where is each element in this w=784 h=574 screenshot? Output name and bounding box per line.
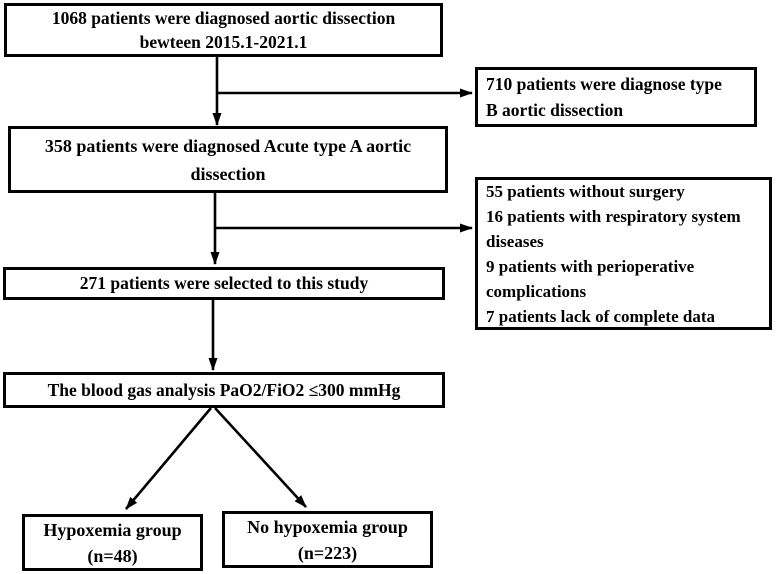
box-358-acute-type-a: 358 patients were diagnosed Acute type A… <box>8 126 448 193</box>
arrow-bloodgas-to-no-hypoxemia <box>214 407 307 508</box>
box-271-selected: 271 patients were selected to this study <box>3 267 445 300</box>
box-blood-gas-criterion: The blood gas analysis PaO2/FiO2 ≤300 mm… <box>3 372 445 408</box>
box-exclusions: 55 patients without surgery 16 patients … <box>475 177 772 330</box>
box-hypoxemia-group: Hypoxemia group (n=48) <box>22 514 203 571</box>
box-1068-diagnosed: 1068 patients were diagnosed aortic diss… <box>4 3 443 57</box>
arrow-bloodgas-to-hypoxemia <box>125 407 212 510</box>
box-no-hypoxemia-group: No hypoxemia group (n=223) <box>222 511 433 568</box>
box-710-type-b: 710 patients were diagnose type B aortic… <box>475 67 757 127</box>
